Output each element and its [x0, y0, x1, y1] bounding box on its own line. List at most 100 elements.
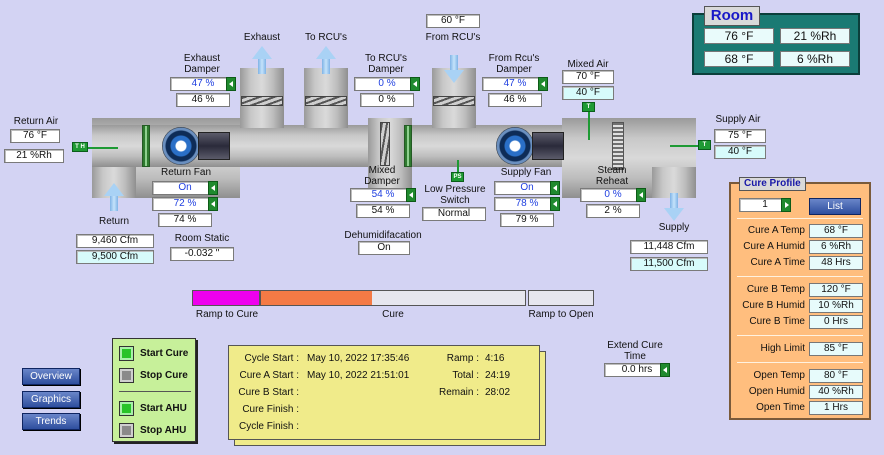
low-pressure-label-l1: Low Pressure	[424, 184, 486, 195]
mixed-damper-cmd[interactable]: 54 %	[350, 188, 416, 202]
steam-reheat-spinner-icon[interactable]	[636, 188, 646, 202]
mixed-air-label: Mixed Air	[567, 59, 609, 70]
ramp-to-open-label: Ramp to Open	[528, 309, 594, 320]
cure-profile-row: Cure B Temp 120 °F	[731, 283, 869, 297]
mixed-air-temp-2: 40 °F	[562, 86, 614, 100]
extend-cure-input[interactable]: 0.0 hrs	[604, 363, 670, 377]
supply-fan-icon	[496, 127, 534, 165]
cure-profile-spinner-icon[interactable]	[781, 198, 791, 212]
control-divider	[119, 391, 191, 392]
ramp-to-cure-label: Ramp to Cure	[195, 309, 259, 320]
list-button[interactable]: List	[809, 198, 861, 215]
return-flow-v2: 9,500 Cfm	[76, 250, 154, 264]
return-fan-cmd-spinner-icon[interactable]	[208, 181, 218, 195]
cure-profile-row-value[interactable]: 0 Hrs	[809, 315, 863, 329]
to-rcu-damper-label-l2: Damper	[368, 64, 404, 75]
mixed-damper-spinner-icon[interactable]	[406, 188, 416, 202]
from-rcu-damper-label-l2: Damper	[496, 64, 532, 75]
to-rcu-damper-cmd[interactable]: 0 %	[354, 77, 420, 91]
supply-air-label: Supply Air	[715, 114, 761, 125]
supply-down-duct	[652, 167, 696, 198]
return-fan-cmd[interactable]: On	[152, 181, 218, 195]
start-cure-label: Start Cure	[140, 348, 189, 359]
exhaust-label: Exhaust	[243, 32, 281, 43]
room-humid-2: 6 %Rh	[780, 51, 850, 67]
start-ahu-label: Start AHU	[140, 403, 187, 414]
to-rcu-damper-spinner-icon[interactable]	[410, 77, 420, 91]
steam-reheat-label-l2: Reheat	[595, 176, 629, 187]
cure-a-start-label: Cure A Start :	[239, 370, 299, 381]
return-fan-speed[interactable]: 72 %	[152, 197, 218, 211]
cure-profile-row-value[interactable]: 1 Hrs	[809, 401, 863, 415]
exhaust-damper-label-l2: Damper	[184, 64, 220, 75]
return-filter	[142, 125, 150, 167]
stop-ahu-label: Stop AHU	[140, 425, 187, 436]
cure-profile-row-value[interactable]: 40 %Rh	[809, 385, 863, 399]
steam-reheat-fb: 2 %	[586, 204, 640, 218]
overview-button[interactable]: Overview	[22, 368, 80, 385]
room-temp-1: 76 °F	[704, 28, 774, 44]
remain-time-value: 28:02	[485, 387, 511, 398]
supply-fan-cmd-spinner-icon[interactable]	[550, 181, 560, 195]
stop-ahu-button[interactable]: Stop AHU	[119, 422, 195, 440]
cycle-start-label: Cycle Start :	[244, 353, 299, 364]
from-rcu-damper-cmd[interactable]: 47 %	[482, 77, 548, 91]
start-cure-button[interactable]: Start Cure	[119, 345, 195, 363]
cure-profile-sep-0	[737, 218, 863, 219]
steam-reheat-cmd-value: 0 %	[604, 189, 622, 200]
return-flow-label: Return	[98, 216, 129, 227]
room-static-value: -0.032 "	[170, 247, 234, 261]
cycle-start-value: May 10, 2022 17:35:46	[307, 353, 410, 364]
cure-profile-row-name: Cure B Humid	[742, 300, 805, 311]
cure-profile-select[interactable]: 1	[739, 198, 791, 212]
ramp-time-value: 4:16	[485, 353, 505, 364]
exhaust-damper-spinner-icon[interactable]	[226, 77, 236, 91]
to-rcu-damper-cmd-value: 0 %	[378, 78, 396, 89]
supply-flow-v1: 11,448 Cfm	[630, 240, 708, 254]
return-fan-icon	[162, 127, 200, 165]
stop-cure-button[interactable]: Stop Cure	[119, 367, 195, 385]
cure-profile-row-value[interactable]: 48 Hrs	[809, 256, 863, 270]
open-bar	[528, 290, 594, 306]
exhaust-damper-cmd[interactable]: 47 %	[170, 77, 236, 91]
cure-b-start-label: Cure B Start :	[238, 387, 299, 398]
supply-fan-speed[interactable]: 78 %	[494, 197, 560, 211]
cure-profile-row-value[interactable]: 80 °F	[809, 369, 863, 383]
cure-profile-row-value[interactable]: 10 %Rh	[809, 299, 863, 313]
cure-profile-row-value[interactable]: 85 °F	[809, 342, 863, 356]
supply-fan-speed-spinner-icon[interactable]	[550, 197, 560, 211]
ramp-bar-fill	[193, 291, 259, 305]
supply-fan-label: Supply Fan	[500, 167, 552, 178]
supply-fan-motor	[532, 132, 564, 160]
cure-profile-row-value[interactable]: 120 °F	[809, 283, 863, 297]
trends-button[interactable]: Trends	[22, 413, 80, 430]
from-rcu-damper-spinner-icon[interactable]	[538, 77, 548, 91]
cure-profile-row-value[interactable]: 68 °F	[809, 224, 863, 238]
supply-air-temp-1: 75 °F	[714, 129, 766, 143]
from-rcu-damper-blades	[433, 96, 475, 106]
remain-time-label: Remain :	[438, 387, 479, 398]
supply-fan-cmd[interactable]: On	[494, 181, 560, 195]
steam-reheat-cmd[interactable]: 0 %	[580, 188, 646, 202]
supply-fan-cmd-value: On	[520, 182, 534, 193]
stop-cure-label: Stop Cure	[140, 370, 188, 381]
cure-profile-row-value[interactable]: 6 %Rh	[809, 240, 863, 254]
start-ahu-button[interactable]: Start AHU	[119, 400, 195, 418]
exhaust-damper-blades	[241, 96, 283, 106]
cure-profile-row-name: Cure B Temp	[746, 284, 805, 295]
room-temp-2: 68 °F	[704, 51, 774, 67]
graphics-button[interactable]: Graphics	[22, 391, 80, 408]
extend-cure-spinner-icon[interactable]	[660, 363, 670, 377]
mixed-air-sensor-line	[588, 112, 590, 140]
cure-profile-row-name: High Limit	[760, 343, 805, 354]
return-fan-speed-spinner-icon[interactable]	[208, 197, 218, 211]
supply-fan-speed-value: 78 %	[515, 198, 539, 209]
